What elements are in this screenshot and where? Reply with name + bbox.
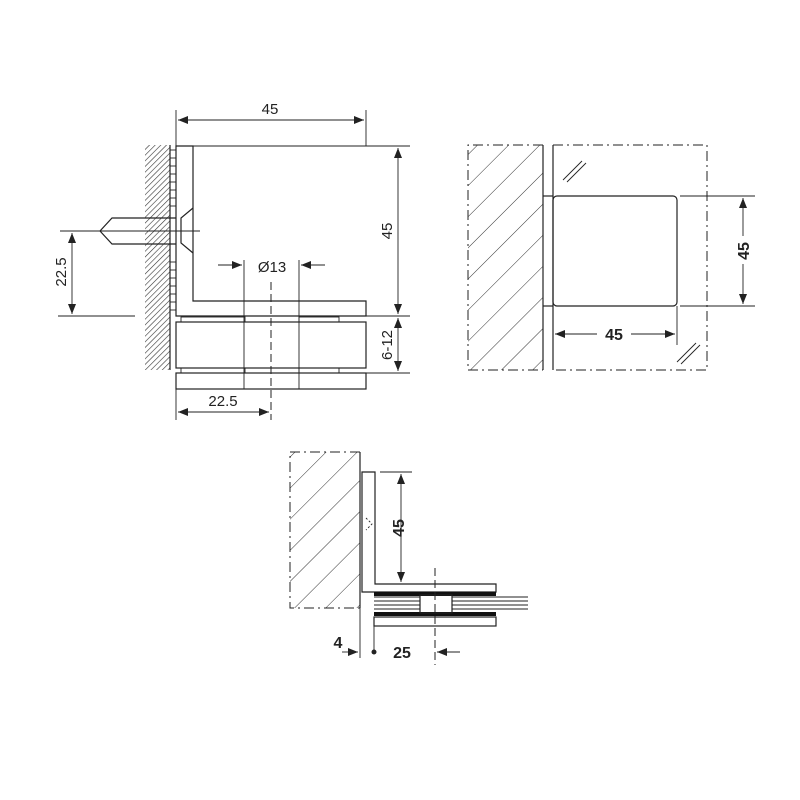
- dim-front-height: 45: [736, 242, 753, 260]
- side-view: 45 45 6-12 22.5 Ø13 22.5: [53, 101, 410, 420]
- wall-hatch: [145, 145, 170, 370]
- glass-panel: [374, 596, 528, 610]
- dim-height-right: 45: [379, 223, 396, 240]
- dim-screw-height: 22.5: [53, 257, 70, 286]
- dim-glass-thickness: 6-12: [379, 330, 396, 360]
- front-view: 45 45: [467, 144, 755, 371]
- dim-hole-offset: 25: [393, 645, 411, 662]
- dim-width-top: 45: [262, 101, 279, 118]
- dim-top-height: 45: [391, 519, 408, 537]
- glass-outline: [553, 144, 708, 371]
- dim-wall-gap: 4: [334, 635, 343, 652]
- bracket-outline: [175, 145, 367, 317]
- top-view: 45 4 25: [289, 451, 528, 665]
- bracket-outline: [361, 471, 497, 593]
- dim-hole-offset: 22.5: [208, 393, 237, 410]
- wall-hatch: [290, 452, 360, 608]
- wall-ticks: [170, 149, 176, 311]
- clamp-face: [552, 195, 678, 307]
- dim-front-width: 45: [605, 327, 623, 344]
- wall-hatch: [468, 145, 543, 370]
- dim-hole-diameter: Ø13: [258, 259, 286, 276]
